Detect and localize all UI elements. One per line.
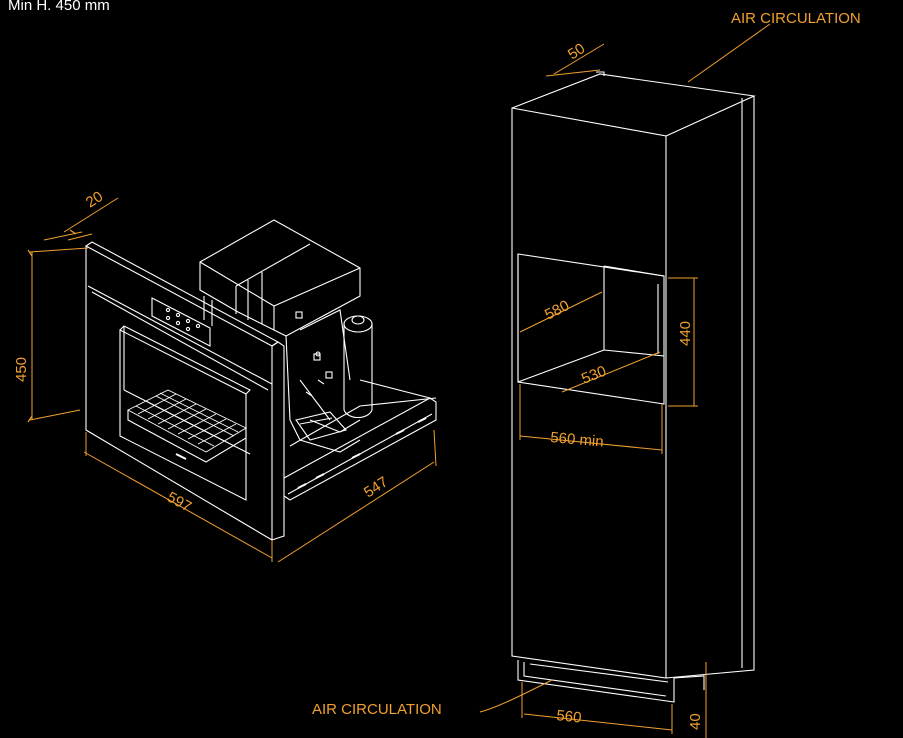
cabinet-side xyxy=(665,96,755,679)
cabinet-dimension-lines xyxy=(479,23,771,738)
min-height-note: Min H. 450 mm xyxy=(8,0,110,14)
water-tank xyxy=(343,315,373,419)
dim-440: 440 xyxy=(677,321,694,346)
cabinet-top xyxy=(511,73,756,137)
machine-top-strip xyxy=(85,241,280,347)
machine-dimension-ticks xyxy=(27,229,77,423)
dim-50: 50 xyxy=(565,40,588,63)
dim-580: 580 xyxy=(542,297,572,324)
dim-530: 530 xyxy=(579,363,609,388)
machine-dimension-lines xyxy=(29,197,437,563)
dim-547: 547 xyxy=(361,473,391,501)
dim-20: 20 xyxy=(83,188,106,211)
machine-slide-rail xyxy=(283,397,437,501)
dim-560-min: 560 min xyxy=(550,429,605,451)
cabinet-plinth xyxy=(517,660,675,703)
air-circulation-label-bottom: AIR CIRCULATION xyxy=(312,701,442,718)
tall-cabinet-drawing xyxy=(511,71,756,703)
drip-tray-grid xyxy=(127,389,247,453)
machine-internal-body xyxy=(199,219,361,337)
dim-40: 40 xyxy=(687,713,704,730)
cabinet-niche-back xyxy=(603,265,665,277)
machine-niche xyxy=(119,329,247,501)
dim-450: 450 xyxy=(13,357,30,382)
dimension-labels: 20 450 597 547 50 580 440 530 560 min 56… xyxy=(13,40,704,730)
air-circulation-label-top: AIR CIRCULATION xyxy=(731,10,861,27)
dim-560: 560 xyxy=(556,707,583,727)
machine-side-panel xyxy=(271,341,285,541)
